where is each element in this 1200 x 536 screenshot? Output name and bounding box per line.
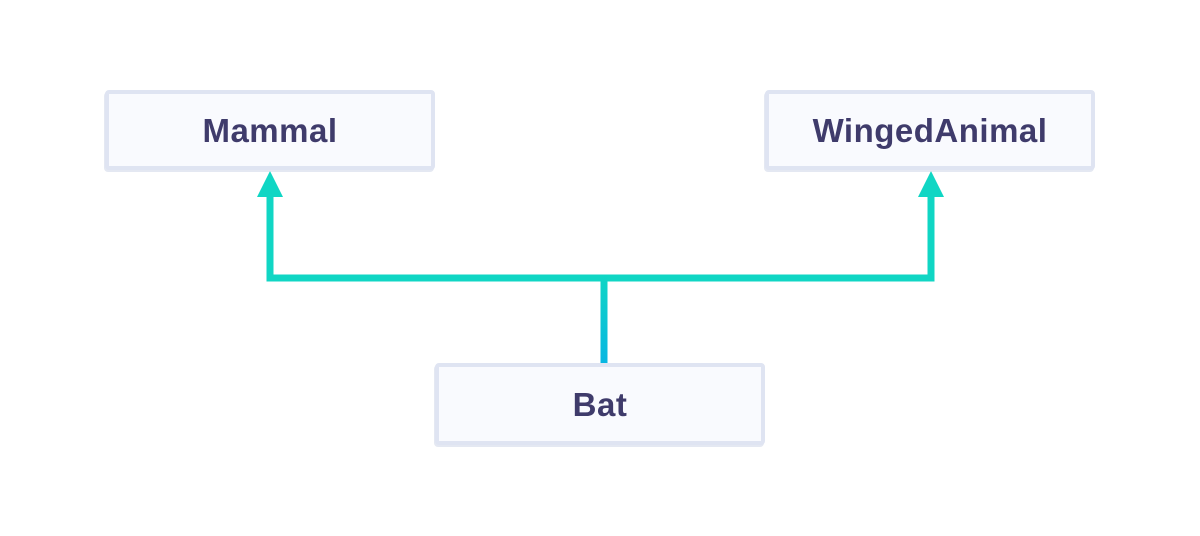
node-bat-label: Bat (572, 385, 628, 423)
node-wingedanimal-label: WingedAnimal (812, 111, 1048, 149)
edge-branch-lines (266, 195, 935, 282)
node-mammal-label: Mammal (202, 111, 338, 149)
arrowhead-mammal (257, 171, 283, 197)
node-wingedanimal: WingedAnimal (765, 90, 1095, 170)
node-bat: Bat (435, 363, 765, 445)
arrowhead-wingedanimal (918, 171, 944, 197)
node-mammal: Mammal (105, 90, 435, 170)
